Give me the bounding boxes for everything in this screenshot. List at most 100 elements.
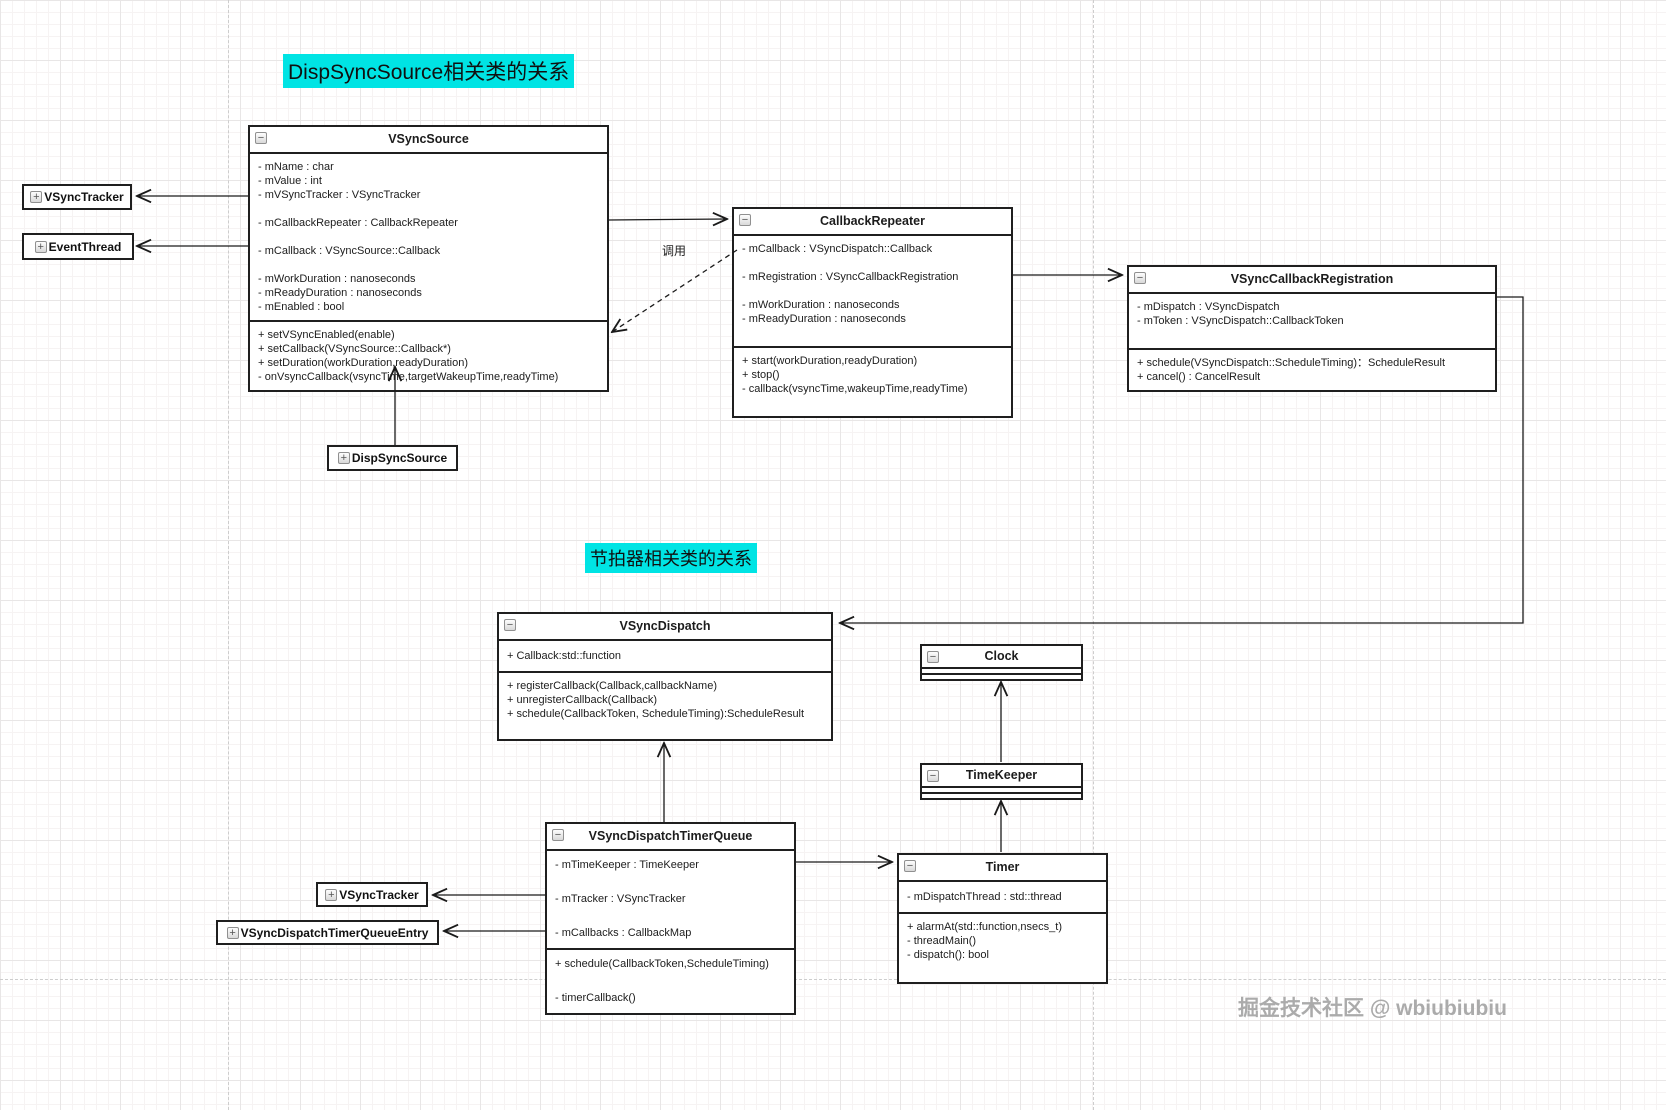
class-name: CallbackRepeater <box>820 214 925 228</box>
member-line <box>907 962 1098 976</box>
member-line: + registerCallback(Callback,callbackName… <box>507 680 717 692</box>
edge-callbackrepeater-calls-vsyncsource <box>612 249 738 332</box>
expand-icon[interactable]: + <box>34 240 47 253</box>
member-line <box>742 396 1003 410</box>
member-line: - threadMain() <box>907 935 977 947</box>
class-name: TimeKeeper <box>965 768 1038 782</box>
member-line <box>555 874 786 891</box>
member-line: - onVsyncCallback(vsyncTime,targetWakeup… <box>258 371 559 383</box>
class-name: VSyncSource <box>388 132 469 146</box>
empty-methods-compartment <box>922 675 1081 679</box>
member-line <box>258 230 599 244</box>
attributes-compartment: + Callback:std::function <box>499 641 831 673</box>
member-line: - mReadyDuration : nanoseconds <box>742 313 906 325</box>
member-line <box>258 202 599 216</box>
class-name: VSyncDispatch <box>619 619 711 633</box>
member-line: - mWorkDuration : nanoseconds <box>742 299 900 311</box>
collapse-icon[interactable]: − <box>504 619 516 631</box>
empty-attributes-compartment <box>922 669 1081 675</box>
expand-icon[interactable]: + <box>30 191 43 203</box>
member-line: - mValue : int <box>258 175 322 187</box>
class-title-bar: − VSyncSource <box>250 127 607 154</box>
attributes-compartment: - mDispatch : VSyncDispatch - mToken : VS… <box>1129 294 1495 350</box>
class-title-bar: − Clock <box>922 646 1081 669</box>
member-line <box>1137 328 1487 342</box>
page-guide-horizontal <box>0 979 1666 980</box>
class-vsyncsource[interactable]: − VSyncSource - mName : char - mValue : i… <box>248 125 609 392</box>
collapse-icon[interactable]: − <box>927 651 939 663</box>
member-line: - mRegistration : VSyncCallbackRegistrat… <box>742 271 959 283</box>
edge-vsyncsource-to-callbackrepeater <box>608 219 727 220</box>
class-vsyncdispatch[interactable]: − VSyncDispatch + Callback:std::function… <box>497 612 833 741</box>
member-line: - mName : char <box>258 161 334 173</box>
member-line <box>742 256 1003 270</box>
expand-icon[interactable]: + <box>226 926 239 939</box>
class-ref-vsyncdispatchtimerqueueentry[interactable]: + VSyncDispatchTimerQueueEntry <box>216 920 439 945</box>
class-ref-vsynctracker-top[interactable]: + VSyncTracker <box>22 184 132 210</box>
class-title-bar: − CallbackRepeater <box>734 209 1011 236</box>
collapse-icon[interactable]: − <box>927 770 939 782</box>
member-line: - mReadyDuration : nanoseconds <box>258 287 422 299</box>
class-name: DispSyncSource <box>351 451 448 465</box>
member-line: - mToken : VSyncDispatch::CallbackToken <box>1137 315 1344 327</box>
member-line: - mTimeKeeper : TimeKeeper <box>555 859 699 871</box>
member-line: - callback(vsyncTime,wakeupTime,readyTim… <box>742 383 968 395</box>
member-line: - mEnabled : bool <box>258 301 345 313</box>
class-name: VSyncCallbackRegistration <box>1230 272 1394 286</box>
class-name: Clock <box>984 649 1019 663</box>
member-line: + schedule(CallbackToken,ScheduleTiming) <box>555 958 769 970</box>
methods-compartment: + registerCallback(Callback,callbackName… <box>499 673 831 739</box>
collapse-icon[interactable]: − <box>1134 272 1146 284</box>
member-line: + schedule(CallbackToken, ScheduleTiming… <box>507 708 805 720</box>
watermark: 掘金技术社区 @ wbiubiubiu <box>1238 997 1507 1020</box>
expand-icon[interactable]: + <box>325 888 338 901</box>
expand-icon[interactable]: + <box>337 452 350 464</box>
empty-methods-compartment <box>922 794 1081 798</box>
class-vsynccallbackregistration[interactable]: − VSyncCallbackRegistration - mDispatch … <box>1127 265 1497 392</box>
class-vsyncdispatchtimerqueue[interactable]: − VSyncDispatchTimerQueue - mTimeKeeper … <box>545 822 796 1015</box>
class-name: Timer <box>985 860 1020 874</box>
member-line: + schedule(VSyncDispatch::ScheduleTiming… <box>1137 357 1446 369</box>
class-ref-dispsyncsource[interactable]: + DispSyncSource <box>327 445 458 471</box>
attributes-compartment: - mTimeKeeper : TimeKeeper - mTracker : … <box>547 851 794 950</box>
member-line: + setVSyncEnabled(enable) <box>258 329 395 341</box>
member-line <box>258 258 599 272</box>
class-ref-vsynctracker-bottom[interactable]: + VSyncTracker <box>316 882 428 907</box>
member-line: - dispatch(): bool <box>907 949 989 961</box>
class-title-bar: − Timer <box>899 855 1106 882</box>
class-ref-eventthread[interactable]: + EventThread <box>22 233 134 260</box>
class-callbackrepeater[interactable]: − CallbackRepeater - mCallback : VSyncDi… <box>732 207 1013 418</box>
methods-compartment: + alarmAt(std::function,nsecs_t)- thread… <box>899 914 1106 982</box>
collapse-icon[interactable]: − <box>552 829 564 841</box>
class-title-bar: − VSyncDispatch <box>499 614 831 641</box>
member-line: - mCallbackRepeater : CallbackRepeater <box>258 217 458 229</box>
member-line <box>555 908 786 925</box>
methods-compartment: + start(workDuration,readyDuration)+ sto… <box>734 348 1011 416</box>
empty-attributes-compartment <box>922 788 1081 794</box>
attributes-compartment: - mCallback : VSyncDispatch::Callback - … <box>734 236 1011 348</box>
collapse-icon[interactable]: − <box>255 132 267 144</box>
collapse-icon[interactable]: − <box>904 860 916 872</box>
class-clock[interactable]: − Clock <box>920 644 1083 681</box>
member-line <box>742 284 1003 298</box>
member-line: + alarmAt(std::function,nsecs_t) <box>907 921 1062 933</box>
class-title-bar: − VSyncDispatchTimerQueue <box>547 824 794 851</box>
member-line: + setDuration(workDuration,readyDuration… <box>258 357 469 369</box>
class-timer[interactable]: − Timer - mDispatchThread : std::thread … <box>897 853 1108 984</box>
class-timekeeper[interactable]: − TimeKeeper <box>920 763 1083 800</box>
attributes-compartment: - mDispatchThread : std::thread <box>899 882 1106 914</box>
class-name: VSyncTracker <box>44 190 124 204</box>
member-line <box>742 326 1003 340</box>
class-name: EventThread <box>48 239 122 254</box>
collapse-icon[interactable]: − <box>739 214 751 226</box>
class-name: VSyncDispatchTimerQueueEntry <box>240 925 429 940</box>
call-edge-label: 调用 <box>662 244 687 258</box>
member-line: - mDispatch : VSyncDispatch <box>1137 301 1280 313</box>
member-line: - mDispatchThread : std::thread <box>907 891 1062 903</box>
class-title-bar: − TimeKeeper <box>922 765 1081 788</box>
section-title-dispsyncsource: DispSyncSource相关类的关系 <box>283 54 575 88</box>
methods-compartment: + setVSyncEnabled(enable)+ setCallback(V… <box>250 322 607 390</box>
class-name: VSyncTracker <box>339 887 419 902</box>
member-line: + unregisterCallback(Callback) <box>507 694 658 706</box>
